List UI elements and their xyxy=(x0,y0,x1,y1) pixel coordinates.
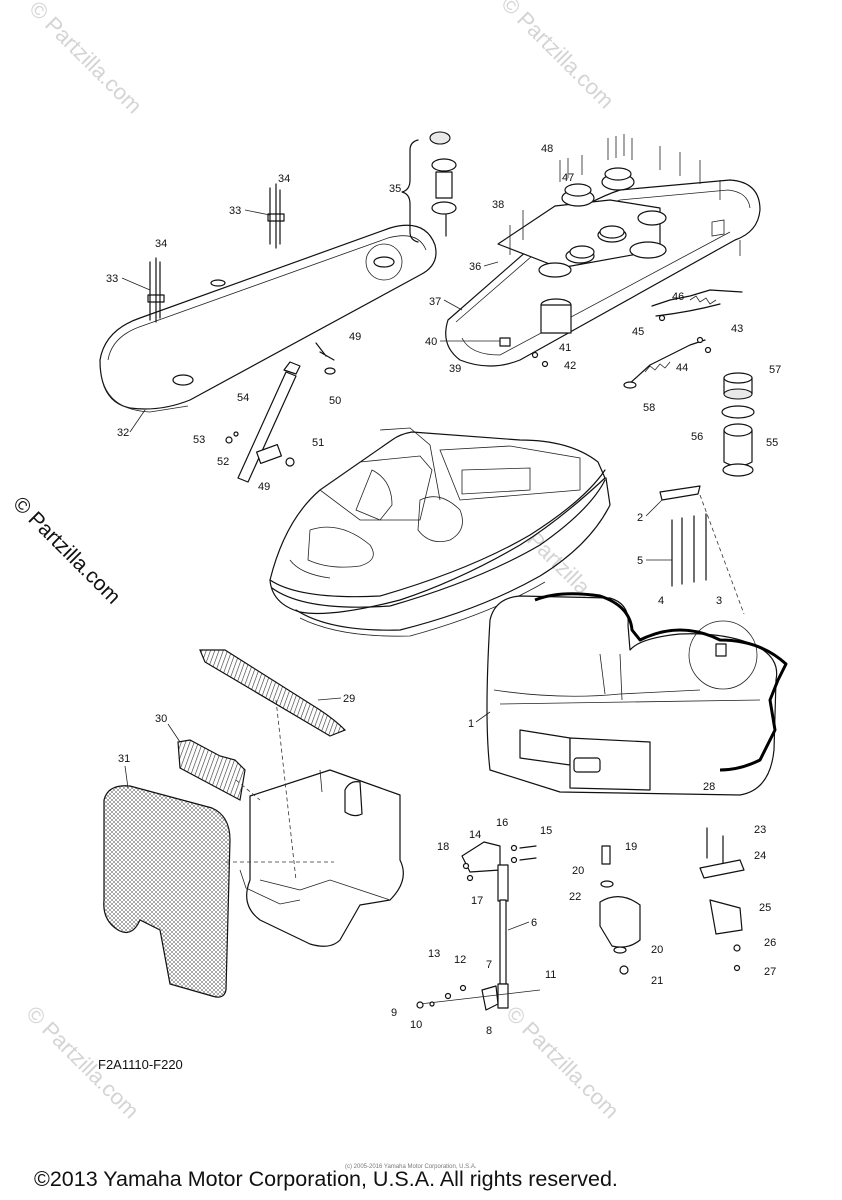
part-23-27-latch xyxy=(699,827,745,972)
watermark-side: © Partzilla.com xyxy=(8,492,124,608)
callout-34b: 34 xyxy=(278,173,290,185)
part-49-54-strut xyxy=(225,342,336,483)
callout-8: 8 xyxy=(486,1025,492,1037)
callout-19: 19 xyxy=(625,841,637,853)
watermark-top-right: © Partzilla.com xyxy=(496,0,619,113)
callout-6: 6 xyxy=(531,917,537,929)
callout-26: 26 xyxy=(764,937,776,949)
callout-39: 39 xyxy=(449,363,461,375)
callout-18: 18 xyxy=(437,841,449,853)
part-39-42-small xyxy=(499,337,549,368)
callout-12: 12 xyxy=(454,954,466,966)
callout-37: 37 xyxy=(429,296,441,308)
callout-35: 35 xyxy=(389,183,401,195)
callout-4: 4 xyxy=(658,595,664,607)
callout-7: 7 xyxy=(486,959,492,971)
storage-compartment xyxy=(226,699,404,947)
footer-copyright: ©2013 Yamaha Motor Corporation, U.S.A. A… xyxy=(34,1167,618,1191)
callout-58: 58 xyxy=(643,402,655,414)
callout-27: 27 xyxy=(764,966,776,978)
callout-48: 48 xyxy=(541,143,553,155)
callout-33b: 33 xyxy=(229,205,241,217)
callouts: 1 2 3 4 5 6 7 8 9 10 11 12 13 14 15 16 1… xyxy=(106,143,781,1037)
callout-29: 29 xyxy=(343,693,355,705)
callout-55: 55 xyxy=(766,437,778,449)
diagram-code: F2A1110-F220 xyxy=(98,1057,183,1072)
part-47-48-rings xyxy=(561,167,635,259)
part-30-pad xyxy=(177,739,246,801)
callout-40: 40 xyxy=(425,336,437,348)
callout-34a: 34 xyxy=(155,238,167,250)
callout-23: 23 xyxy=(754,824,766,836)
part-29-pad xyxy=(199,649,347,737)
callout-5: 5 xyxy=(637,555,643,567)
callout-10: 10 xyxy=(410,1019,422,1031)
callout-45: 45 xyxy=(632,326,644,338)
callout-49a: 49 xyxy=(349,331,361,343)
callout-17: 17 xyxy=(471,895,483,907)
callout-57: 57 xyxy=(769,364,781,376)
callout-46: 46 xyxy=(672,291,684,303)
callout-11: 11 xyxy=(545,969,556,981)
callout-38: 38 xyxy=(492,199,504,211)
callout-44: 44 xyxy=(676,362,688,374)
part-55-57-filler xyxy=(721,372,755,477)
callout-16: 16 xyxy=(496,817,508,829)
callout-32: 32 xyxy=(117,427,129,439)
part-28-cable xyxy=(534,592,788,772)
callout-24: 24 xyxy=(754,850,766,862)
callout-49b: 49 xyxy=(258,481,270,493)
callout-43: 43 xyxy=(731,323,743,335)
callout-1: 1 xyxy=(468,718,474,730)
boat-hull xyxy=(269,427,611,637)
callout-53: 53 xyxy=(193,434,205,446)
callout-31: 31 xyxy=(118,753,130,765)
callout-9: 9 xyxy=(391,1007,397,1019)
callout-3: 3 xyxy=(716,595,722,607)
part-43-46-58-latches xyxy=(623,289,743,389)
watermark-top-left: © Partzilla.com xyxy=(24,0,147,118)
part-35-cupholder xyxy=(401,131,457,243)
part-31-mat xyxy=(103,785,231,998)
callout-47: 47 xyxy=(562,172,574,184)
callout-33a: 33 xyxy=(106,273,118,285)
part-36-37-console xyxy=(445,179,761,367)
callout-21: 21 xyxy=(651,975,663,987)
callout-30: 30 xyxy=(155,713,167,725)
small-copyright: (c) 2005-2016 Yamaha Motor Corporation, … xyxy=(345,1164,477,1170)
callout-15: 15 xyxy=(540,825,552,837)
callout-28: 28 xyxy=(703,781,715,793)
part-33-34-studs xyxy=(149,183,281,323)
part-1-rear-seat xyxy=(486,595,778,796)
callout-36: 36 xyxy=(469,261,481,273)
callout-41: 41 xyxy=(559,342,571,354)
part-6-18-hinge xyxy=(416,841,541,1011)
callout-22: 22 xyxy=(569,891,581,903)
callout-2: 2 xyxy=(637,512,643,524)
callout-52: 52 xyxy=(217,456,229,468)
callout-20b: 20 xyxy=(651,944,663,956)
watermark-bottom-right: © Partzilla.com xyxy=(501,1001,624,1124)
part-19-22-bracket xyxy=(599,845,641,975)
callout-13: 13 xyxy=(428,948,440,960)
callout-14: 14 xyxy=(469,829,481,841)
callout-51: 51 xyxy=(312,437,324,449)
console-screws xyxy=(509,134,741,256)
callout-56: 56 xyxy=(691,431,703,443)
callout-25: 25 xyxy=(759,902,771,914)
callout-50: 50 xyxy=(329,395,341,407)
callout-42: 42 xyxy=(564,360,576,372)
callout-20a: 20 xyxy=(572,865,584,877)
part-2-5-bolts xyxy=(659,485,745,615)
callout-54: 54 xyxy=(237,392,249,404)
